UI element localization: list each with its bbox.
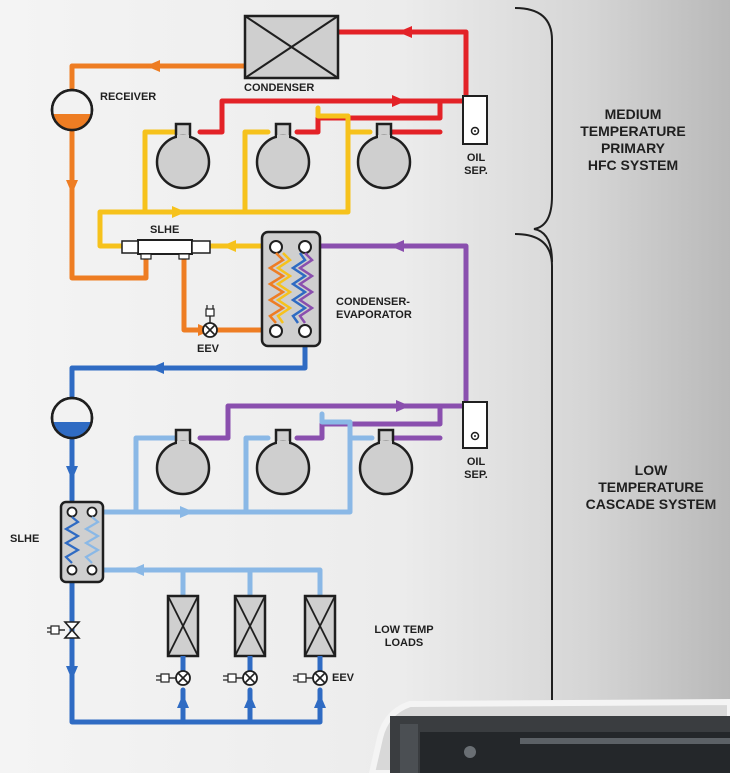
low-temp-load-3 [303,594,337,658]
oil-separator-top [462,95,488,145]
slhe-bottom [59,500,105,584]
oil-sep-bottom-label: OIL SEP. [464,456,488,481]
low-temp-loads-label: LOW TEMP LOADS [374,624,434,649]
yellow-slhe-to-header [97,105,351,249]
system-brackets [514,7,553,700]
orange-slhe-to-eev [181,255,205,333]
lightblue-loads-return [89,567,323,601]
condenser-label: CONDENSER [244,82,315,94]
slhe-bottom-label: SLHE [10,533,40,545]
low-temp-load-2 [233,594,267,658]
eev-load-2 [223,670,258,686]
orange-condenser-to-receiver [69,63,248,95]
condenser-evaporator-label: CONDENSER- EVAPORATOR [336,296,412,321]
lightblue-compressor-2 [243,435,271,515]
bracket-medium [514,7,553,263]
compressor-low-3 [358,428,414,496]
eev-load-3 [293,670,328,686]
slhe-top [121,239,211,260]
receiver-top [50,88,94,132]
receiver-bottom [50,396,94,440]
compressor-medium-1 [155,122,211,190]
yellow-compressor-1 [142,129,185,215]
purple-compressor-2 [294,403,443,441]
oil-sep-top-label: OIL SEP. [464,152,488,177]
compressor-low-1 [155,428,211,496]
flow-arrows [66,26,412,708]
eev-top-label: EEV [197,343,220,355]
bracket-low [514,233,553,700]
low-temp-load-1 [166,594,200,658]
yellow-compressor-2 [242,129,271,215]
equipment-photo [368,698,730,773]
condenser [243,14,340,80]
lightblue-slhe-to-header [89,411,353,515]
solenoid-valve [47,621,81,639]
low-temperature-system-label: LOW TEMPERATURE CASCADE SYSTEM [585,462,717,512]
eev-top [202,305,218,338]
slhe-top-label: SLHE [150,224,180,236]
lightblue-compressor-1 [133,435,185,515]
receiver-label: RECEIVER [100,91,157,103]
compressor-low-2 [255,428,311,496]
blue-evap-to-receiver [69,343,308,401]
red-compressor-header [197,98,469,135]
orange-receiver-to-slhe [69,127,149,281]
compressor-medium-3 [356,122,412,190]
purple-compressor-header [197,403,469,441]
eev-bottom-label: EEV [332,672,355,684]
red-discharge-main [335,29,469,101]
compressor-medium-2 [255,122,311,190]
oil-separator-bottom [462,401,488,449]
eev-load-1 [156,670,191,686]
purple-discharge-main [317,243,469,403]
medium-temperature-system-label: MEDIUM TEMPERATURE PRIMARY HFC SYSTEM [580,106,686,173]
condenser-evaporator [260,230,322,348]
